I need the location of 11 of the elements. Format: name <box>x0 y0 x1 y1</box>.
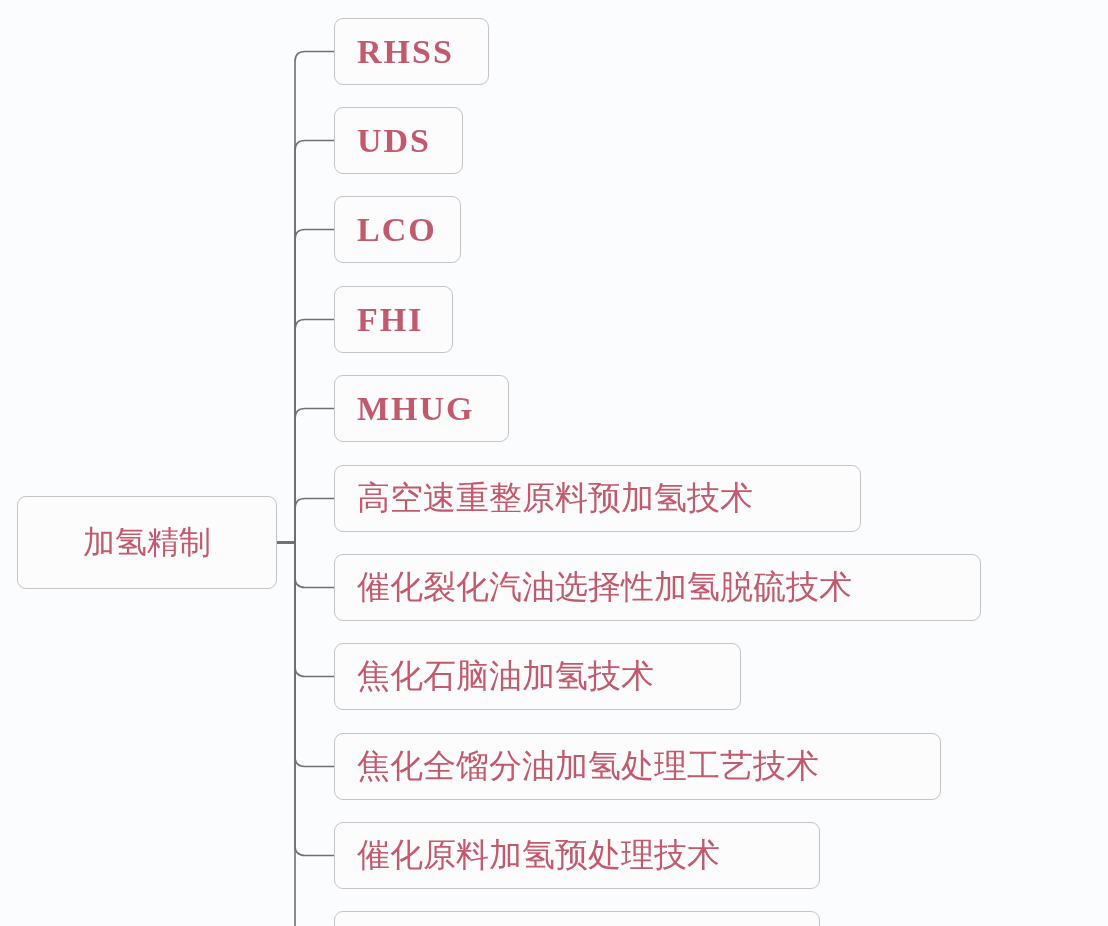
topic-box: FHI <box>334 286 453 353</box>
root-topic-box: 加氢精制 <box>17 496 277 589</box>
topic-box: LCO <box>334 196 461 263</box>
topic-box: 催化原料加氢预处理技术 <box>334 822 820 889</box>
topic-box: 焦化石脑油加氢技术 <box>334 643 741 710</box>
topic-box: 催化裂化汽油选择性加氢脱硫技术 <box>334 554 981 621</box>
topic-box: 焦化全馏分油加氢处理工艺技术 <box>334 733 941 800</box>
topic-box: 高空速重整原料预加氢技术 <box>334 465 861 532</box>
topic-box: RHSS <box>334 18 489 85</box>
topic-box: MHUG <box>334 375 509 442</box>
topic-box: UDS <box>334 107 463 174</box>
